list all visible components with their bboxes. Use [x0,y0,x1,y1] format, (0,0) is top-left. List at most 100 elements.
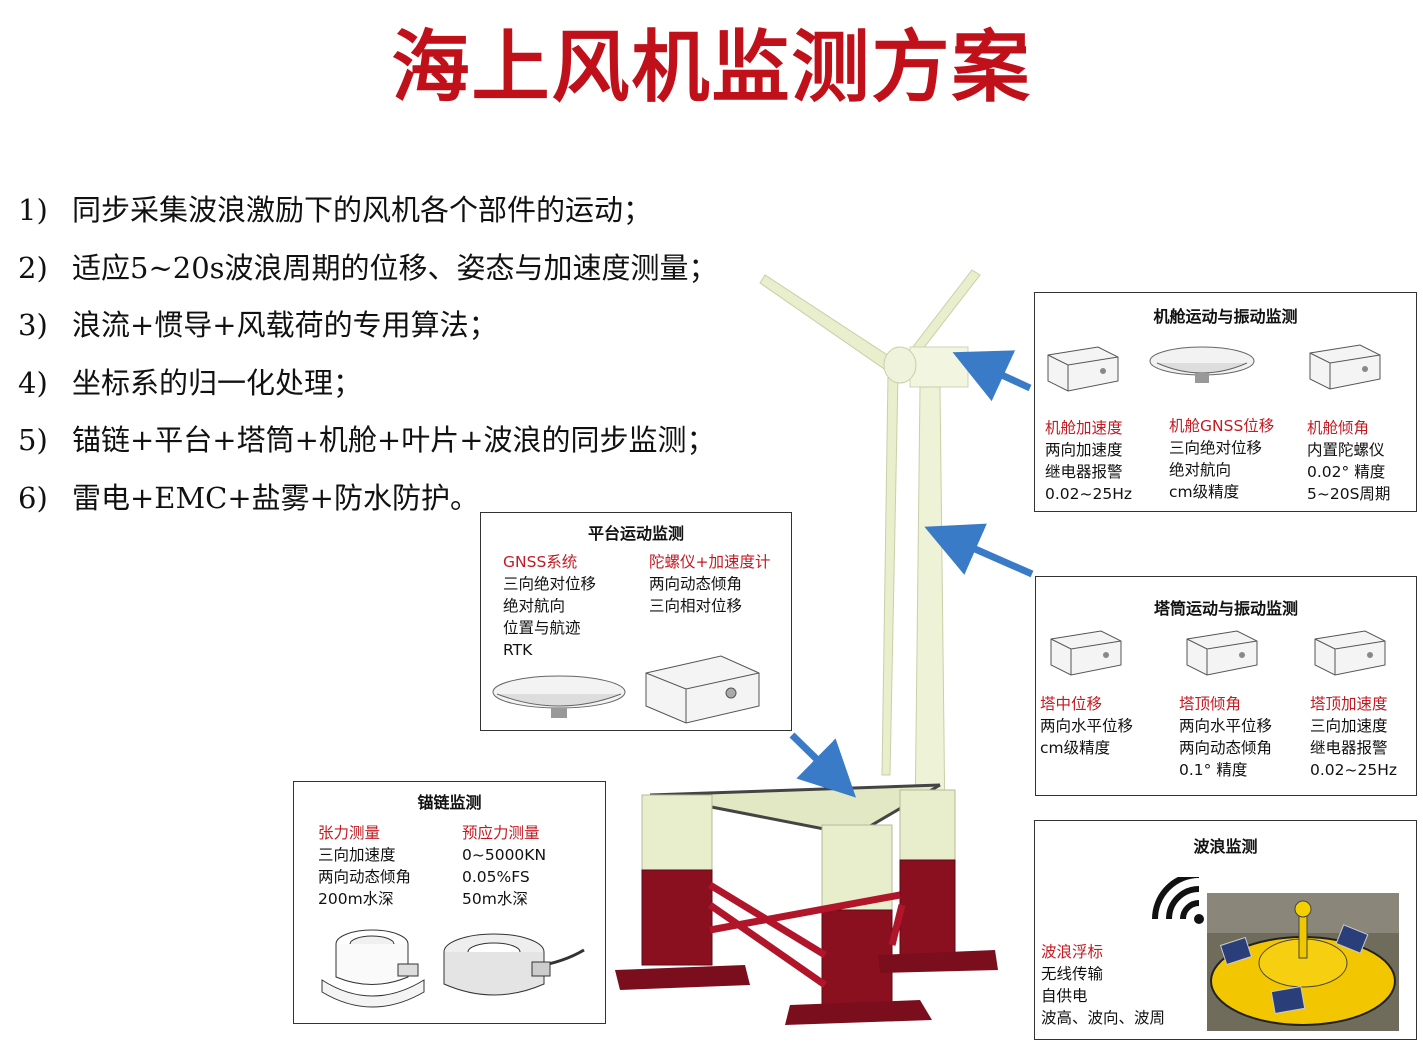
spec-line: 0.05%FS [462,868,530,886]
list-item: 3) 浪流+惯导+风载荷的专用算法； [18,297,718,355]
item-text: 雷电+EMC+盐雾+防水防护。 [72,480,479,515]
spec-line: RTK [503,641,533,659]
spec-line: 波高、波向、波周 [1041,1009,1166,1027]
spec-line: 5~20S周期 [1307,485,1391,503]
spec-line: 0.1° 精度 [1179,761,1248,779]
spec-heading: 机舱GNSS位移 [1169,417,1275,435]
key-points-list: 1) 同步采集波浪激励下的风机各个部件的运动； 2) 适应5~20s波浪周期的位移、… [18,182,718,527]
spec-line: 自供电 [1041,987,1088,1005]
spec-line: 200m水深 [318,890,394,908]
spec-line: cm级精度 [1040,739,1111,757]
displacement-sensor-box-icon [1050,630,1122,676]
gnss-antenna-icon [492,675,626,718]
spec-column: 波浪浮标 无线传输 自供电 波高、波向、波周 [1041,941,1165,1029]
spec-heading: 塔顶倾角 [1179,695,1242,713]
spec-line: 两向水平位移 [1179,717,1273,735]
list-item: 4) 坐标系的归一化处理； [18,355,718,413]
spec-column: 张力测量 三向加速度 两向动态倾角 200m水深 [318,822,411,910]
hub [883,346,917,384]
spec-line: 0.02~25Hz [1310,761,1398,779]
item-text: 适应5~20s波浪周期的位移、姿态与加速度测量； [72,250,718,285]
wave-monitoring-panel: 波浪监测 波浪浮标 无线传输 自供电 波高、波向、波周 [1034,820,1417,1040]
floating-platform [615,783,998,1025]
spec-heading: GNSS系统 [503,553,578,571]
spec-line: 两向动态倾角 [649,575,743,593]
spec-column: GNSS系统 三向绝对位移 绝对航向 位置与航迹 RTK [503,551,596,661]
spec-heading: 张力测量 [318,824,381,842]
wave-buoy-photo [1207,893,1399,1031]
spec-column: 预应力测量 0~5000KN 0.05%FS 50m水深 [462,822,546,910]
list-item: 1) 同步采集波浪激励下的风机各个部件的运动； [18,182,718,240]
panel-title: 平台运动监测 [587,524,684,543]
inclinometer-box-icon [1309,344,1381,390]
accelerometer-box-icon [1047,346,1119,392]
prestress-sensor-icon [443,933,585,996]
spec-line: 三向加速度 [318,846,396,864]
panel-title: 塔筒运动与振动监测 [1153,599,1298,618]
tower-monitoring-panel: 塔筒运动与振动监测 塔中位移 两向水平位移 cm级精度 塔顶倾角 两向水平位移 … [1035,576,1417,796]
panel-title: 锚链监测 [417,793,482,812]
page-title: 海上风机监测方案 [391,22,1032,113]
spec-column: 机舱GNSS位移 三向绝对位移 绝对航向 cm级精度 [1169,415,1274,503]
nacelle [909,346,969,388]
item-number: 3) [18,308,48,342]
tension-sensor-icon [321,929,425,1008]
spec-heading: 塔顶加速度 [1310,695,1388,713]
gyro-accelerometer-box-icon [645,655,760,724]
spec-column: 机舱加速度 两向加速度 继电器报警 0.02~25Hz [1045,417,1132,505]
spec-line: 绝对航向 [1169,461,1232,479]
spec-heading: 波浪浮标 [1041,943,1104,961]
item-number: 4) [18,365,48,400]
item-number: 6) [18,480,48,515]
spec-column: 塔顶加速度 三向加速度 继电器报警 0.02~25Hz [1310,693,1397,781]
spec-line: 继电器报警 [1310,739,1388,757]
spec-column: 塔中位移 两向水平位移 cm级精度 [1040,693,1133,759]
accelerometer-box-icon [1314,630,1386,676]
item-number: 5) [18,423,48,457]
spec-line: 无线传输 [1041,965,1104,983]
wireless-signal-icon [1152,877,1204,924]
spec-line: 50m水深 [462,890,528,908]
spec-column: 塔顶倾角 两向水平位移 两向动态倾角 0.1° 精度 [1179,693,1272,781]
spec-line: 两向动态倾角 [1179,739,1273,757]
item-number: 1) [18,193,48,227]
spec-line: 三向加速度 [1310,717,1388,735]
list-item: 2) 适应5~20s波浪周期的位移、姿态与加速度测量； [18,240,718,298]
tower [914,386,946,826]
item-number: 2) [18,250,48,285]
spec-line: 三向相对位移 [649,597,743,615]
item-text: 浪流+惯导+风载荷的专用算法； [72,308,498,342]
spec-line: 继电器报警 [1045,463,1123,481]
panel-title: 波浪监测 [1193,837,1258,856]
spec-line: cm级精度 [1169,483,1240,501]
inclinometer-box-icon [1186,630,1258,676]
spec-line: 绝对航向 [503,597,566,615]
wind-turbine-illustration [615,269,998,1025]
spec-line: 位置与航迹 [503,619,581,637]
spec-line: 0.02° 精度 [1307,463,1386,481]
gnss-antenna-icon [1149,346,1255,383]
mooring-monitoring-panel: 锚链监测 张力测量 三向加速度 两向动态倾角 200m水深 预应力测量 0~50… [293,781,606,1024]
spec-line: 两向水平位移 [1040,717,1134,735]
spec-line: 两向动态倾角 [318,868,412,886]
spec-heading: 陀螺仪+加速度计 [649,553,771,571]
spec-heading: 预应力测量 [462,824,540,842]
spec-line: 0~5000KN [462,846,547,864]
spec-column: 机舱倾角 内置陀螺仪 0.02° 精度 5~20S周期 [1307,417,1390,505]
nacelle-monitoring-panel: 机舱运动与振动监测 机舱加速度 两向加速度 继电器报警 0.02~25Hz 机舱… [1034,292,1417,512]
spec-line: 三向绝对位移 [503,575,597,593]
item-text: 同步采集波浪激励下的风机各个部件的运动； [72,193,653,227]
platform-monitoring-panel: 平台运动监测 GNSS系统 三向绝对位移 绝对航向 位置与航迹 RTK 陀螺仪+… [480,512,792,731]
turbine-blades [759,269,981,776]
spec-heading: 机舱加速度 [1045,419,1123,437]
panel-title: 机舱运动与振动监测 [1153,307,1298,326]
spec-line: 内置陀螺仪 [1307,441,1385,459]
item-text: 锚链+平台+塔筒+机舱+叶片+波浪的同步监测； [72,423,716,457]
item-text: 坐标系的归一化处理； [72,365,363,400]
spec-line: 0.02~25Hz [1045,485,1133,503]
spec-line: 两向加速度 [1045,441,1123,459]
list-item: 5) 锚链+平台+塔筒+机舱+叶片+波浪的同步监测； [18,412,718,470]
spec-line: 三向绝对位移 [1169,439,1263,457]
list-item: 6) 雷电+EMC+盐雾+防水防护。 [18,470,718,528]
spec-column: 陀螺仪+加速度计 两向动态倾角 三向相对位移 [649,551,771,617]
